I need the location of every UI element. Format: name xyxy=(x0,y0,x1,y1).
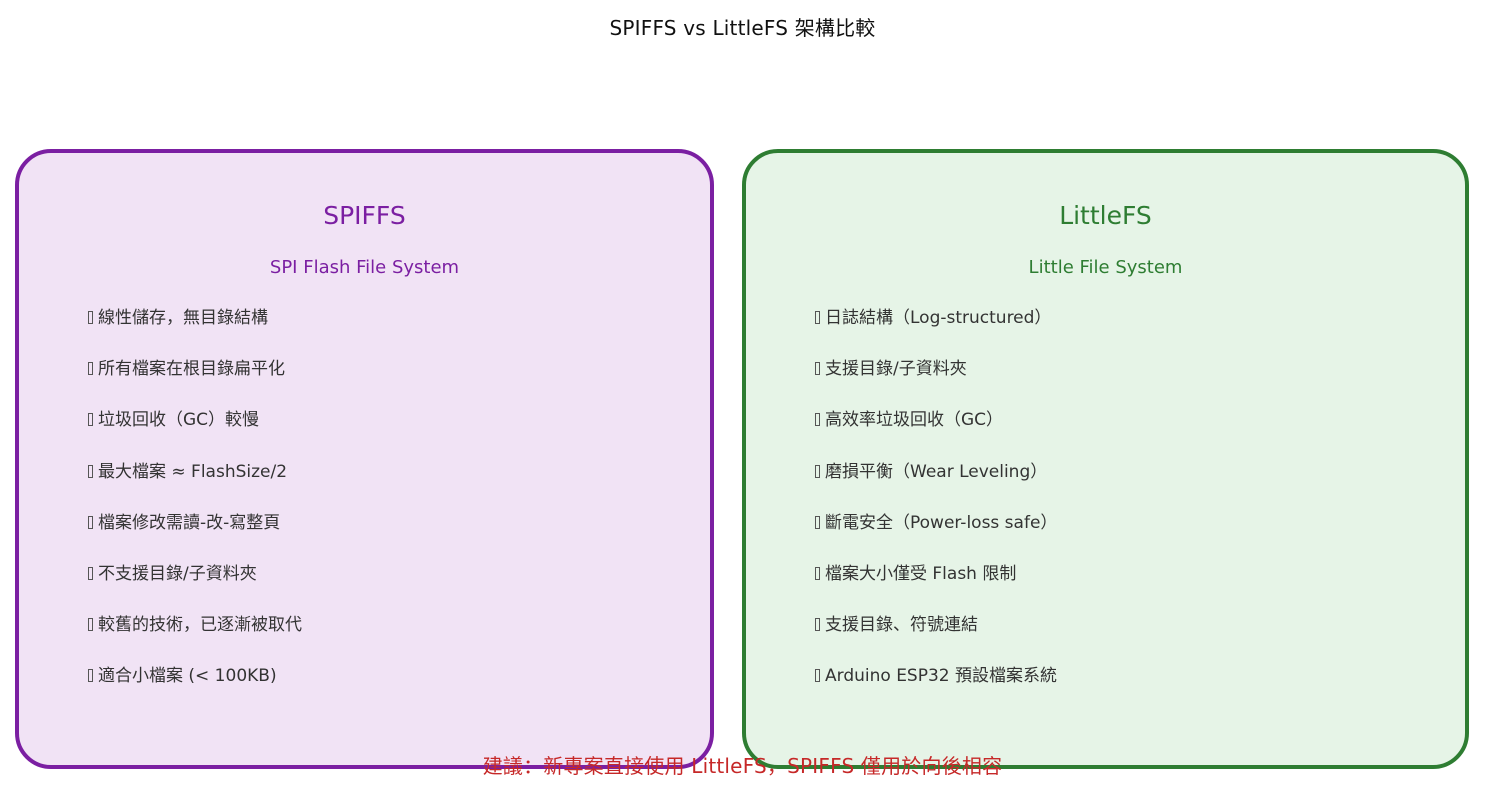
spiffs-feature-text: 所有檔案在根目錄扁平化 xyxy=(98,359,285,380)
spiffs-feature-item: 線性儲存，無目錄結構 xyxy=(88,307,302,358)
bullet-icon xyxy=(88,362,93,376)
littlefs-feature-item: 斷電安全（Power-loss safe） xyxy=(815,512,1057,563)
littlefs-feature-text: 檔案大小僅受 Flash 限制 xyxy=(825,563,1017,584)
littlefs-feature-item: 檔案大小僅受 Flash 限制 xyxy=(815,563,1057,614)
recommendation-note: 建議：新專案直接使用 LittleFS，SPIFFS 僅用於向後相容 xyxy=(482,754,1003,778)
littlefs-feature-item: 支援目錄、符號連結 xyxy=(815,614,1057,665)
littlefs-feature-text: 日誌結構（Log-structured） xyxy=(825,308,1052,328)
spiffs-feature-text: 檔案修改需讀-改-寫整頁 xyxy=(98,512,281,533)
spiffs-feature-text: 垃圾回收（GC）較慢 xyxy=(98,410,260,431)
littlefs-feature-text: 支援目錄/子資料夾 xyxy=(825,359,967,380)
littlefs-feature-item: 支援目錄/子資料夾 xyxy=(815,358,1057,409)
spiffs-feature-text: 最大檔案 ≈ FlashSize/2 xyxy=(98,461,288,482)
spiffs-feature-item: 檔案修改需讀-改-寫整頁 xyxy=(88,512,302,563)
littlefs-feature-text: 高效率垃圾回收（GC） xyxy=(825,410,1004,431)
littlefs-feature-text: 斷電安全（Power-loss safe） xyxy=(825,512,1058,533)
littlefs-feature-item: 磨損平衡（Wear Leveling） xyxy=(815,461,1057,512)
bullet-icon xyxy=(815,311,820,324)
littlefs-title: LittleFS xyxy=(1059,201,1152,230)
bullet-icon xyxy=(88,413,93,427)
diagram-title: SPIFFS vs LittleFS 架構比較 xyxy=(609,16,876,40)
bullet-icon xyxy=(815,464,820,478)
bullet-icon xyxy=(815,413,820,427)
bullet-icon xyxy=(815,515,820,529)
spiffs-feature-list: 線性儲存，無目錄結構 所有檔案在根目錄扁平化 垃圾回收（GC）較慢 最大檔案 ≈… xyxy=(88,307,302,717)
littlefs-subtitle: Little File System xyxy=(1028,257,1183,278)
bullet-icon xyxy=(815,669,820,683)
bullet-icon xyxy=(88,669,93,683)
littlefs-feature-item: 日誌結構（Log-structured） xyxy=(815,307,1057,358)
bullet-icon xyxy=(88,515,93,529)
littlefs-feature-text: 支援目錄、符號連結 xyxy=(825,615,978,636)
spiffs-feature-item: 較舊的技術，已逐漸被取代 xyxy=(88,614,302,665)
littlefs-feature-item: Arduino ESP32 預設檔案系統 xyxy=(815,665,1057,716)
spiffs-feature-text: 適合小檔案 (< 100KB) xyxy=(98,666,277,687)
spiffs-feature-item: 適合小檔案 (< 100KB) xyxy=(88,665,302,716)
littlefs-feature-list: 日誌結構（Log-structured） 支援目錄/子資料夾 高效率垃圾回收（G… xyxy=(815,307,1057,717)
spiffs-feature-item: 所有檔案在根目錄扁平化 xyxy=(88,358,302,409)
littlefs-feature-item: 高效率垃圾回收（GC） xyxy=(815,409,1057,460)
spiffs-feature-item: 垃圾回收（GC）較慢 xyxy=(88,409,302,460)
bullet-icon xyxy=(88,618,93,632)
bullet-icon xyxy=(815,362,820,376)
spiffs-feature-text: 不支援目錄/子資料夾 xyxy=(98,563,257,584)
spiffs-feature-text: 較舊的技術，已逐漸被取代 xyxy=(98,615,302,636)
littlefs-feature-text: Arduino ESP32 預設檔案系統 xyxy=(825,666,1058,687)
bullet-icon xyxy=(88,464,93,478)
spiffs-panel: SPIFFS SPI Flash File System 線性儲存，無目錄結構 … xyxy=(15,149,714,769)
littlefs-panel: LittleFS Little File System 日誌結構（Log-str… xyxy=(742,149,1469,769)
bullet-icon xyxy=(88,566,93,580)
spiffs-subtitle: SPI Flash File System xyxy=(269,257,460,278)
bullet-icon xyxy=(815,618,820,632)
spiffs-feature-text: 線性儲存，無目錄結構 xyxy=(98,308,268,328)
spiffs-feature-item: 最大檔案 ≈ FlashSize/2 xyxy=(88,461,302,512)
bullet-icon xyxy=(88,311,93,324)
bullet-icon xyxy=(815,566,820,580)
spiffs-feature-item: 不支援目錄/子資料夾 xyxy=(88,563,302,614)
spiffs-title: SPIFFS xyxy=(323,201,406,230)
littlefs-feature-text: 磨損平衡（Wear Leveling） xyxy=(825,461,1048,482)
